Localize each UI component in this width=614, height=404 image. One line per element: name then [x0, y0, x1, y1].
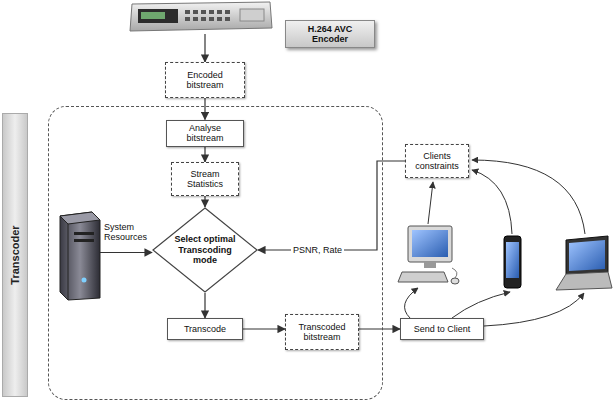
delivery-arrow: [484, 293, 584, 326]
node-text: System Resources: [104, 222, 154, 243]
process-box: Analyse bitstream: [166, 120, 244, 147]
laptop-icon: [556, 236, 612, 290]
diamond-shape: [153, 208, 257, 292]
server-icon: [60, 212, 100, 300]
connector-arrow: [243, 328, 285, 329]
feedback-arrow: [472, 170, 512, 234]
delivery-arrow: [405, 288, 418, 318]
node-text: Stream Statistics: [176, 169, 234, 190]
process-box: Send to Client: [400, 318, 484, 340]
data-box: Clients constraints: [405, 144, 469, 178]
encoder-node: H.264 AVC Encoder: [125, 0, 380, 34]
feedback-arrow: [472, 160, 585, 234]
node-text: Send to Client: [414, 324, 471, 334]
node-text: Analyse bitstream: [171, 123, 239, 144]
encoder-device: [130, 2, 272, 31]
node-text: Encoded bitstream: [170, 70, 240, 91]
desktop-icon: [398, 226, 459, 284]
client-arrows: [405, 160, 585, 326]
data-box: Stream Statistics: [171, 162, 239, 196]
node-text: Transcoded bitstream: [290, 322, 354, 343]
data-box: Encoded bitstream: [165, 62, 245, 98]
connector-arrow: [204, 147, 205, 163]
node-text: Select optimal Transcoding mode: [169, 234, 241, 265]
region-band: Transcoder: [2, 113, 28, 397]
delivery-arrow: [452, 292, 510, 318]
feedback-arrow: [428, 182, 433, 224]
node-text: Clients constraints: [410, 151, 464, 172]
node-text: Transcoder: [9, 225, 22, 284]
connector-arrow: [100, 252, 152, 253]
encoder-label: H.264 AVC Encoder: [285, 20, 375, 48]
resource-node: System Resources: [50, 212, 100, 300]
data-box: Transcoded bitstream: [285, 314, 359, 350]
process-box: Transcode: [167, 318, 243, 340]
connector-arrow: [204, 34, 205, 62]
decision-diamond: Select optimal Transcoding mode: [152, 207, 258, 293]
connector-arrow: [359, 328, 400, 329]
node-text: H.264 AVC Encoder: [290, 24, 370, 45]
connector-arrow: [204, 293, 205, 318]
connector-arrow: [204, 98, 205, 120]
edge-label: PSNR, Rate: [291, 245, 344, 255]
node-text: Transcode: [184, 324, 226, 334]
phone-icon: [504, 236, 521, 288]
connector-arrow: [204, 196, 205, 207]
